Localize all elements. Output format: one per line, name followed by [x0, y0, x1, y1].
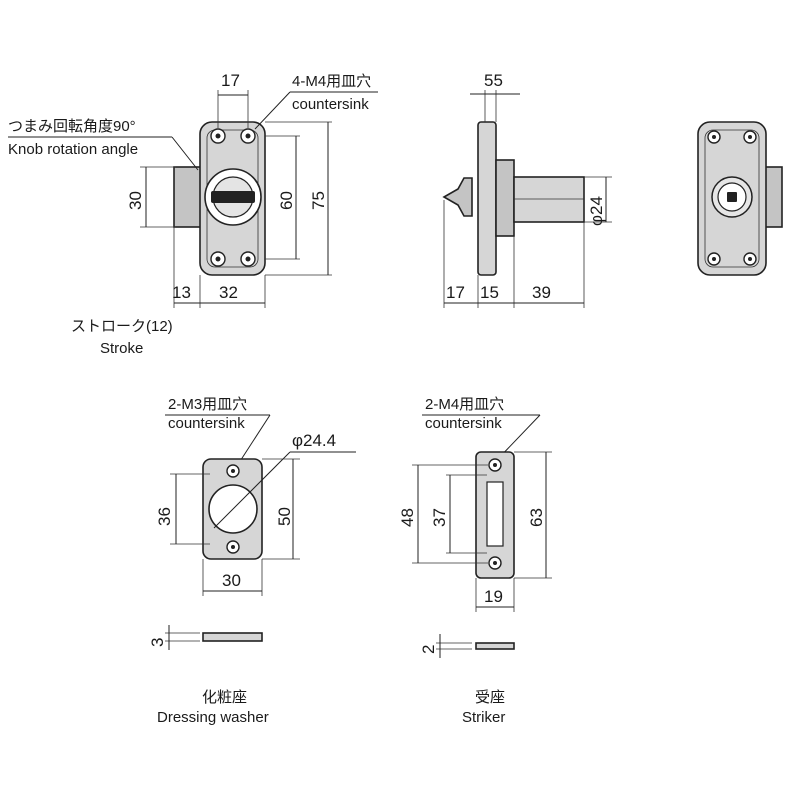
dim-label: 15 — [480, 283, 499, 302]
dim-label: φ24.4 — [292, 431, 336, 450]
dim-label: 50 — [275, 507, 294, 526]
countersink-label-en: countersink — [425, 415, 502, 432]
countersink-label-jp: 2-M4用皿穴 — [425, 396, 504, 413]
washer-name-en: Dressing washer — [157, 709, 269, 726]
dim-label: 55 — [484, 71, 503, 90]
countersink-label-en: countersink — [292, 96, 369, 113]
dim-label: 60 — [277, 191, 296, 210]
dim-label: 75 — [309, 191, 328, 210]
dim-label: 3 — [148, 638, 167, 647]
striker-slot — [486, 481, 504, 547]
dim-label: 63 — [527, 508, 546, 527]
back-view — [697, 121, 783, 276]
dim-label: 30 — [126, 191, 145, 210]
dim-label: 19 — [484, 587, 503, 606]
striker-name-jp: 受座 — [475, 689, 505, 706]
striker-name-en: Striker — [462, 709, 505, 726]
washer-thickness — [202, 632, 263, 642]
dim-label: 39 — [532, 283, 551, 302]
dim-label: 32 — [219, 283, 238, 302]
stroke-label-jp: ストローク(12) — [71, 318, 173, 335]
dim-label: 37 — [430, 508, 449, 527]
dim-label: φ24 — [587, 196, 606, 226]
dim-label: 48 — [398, 508, 417, 527]
countersink-label-jp: 4-M4用皿穴 — [292, 73, 371, 90]
bolt-cylinder — [513, 176, 585, 223]
side-collar — [495, 159, 515, 237]
dim-label: 2 — [419, 645, 438, 654]
stroke-label-en: Stroke — [100, 340, 143, 357]
knob-stem — [442, 177, 473, 217]
front-view: 17 4-M4用皿穴 countersink つまみ回転角度90° Knob r… — [8, 71, 378, 357]
countersink-label-en: countersink — [168, 415, 245, 432]
rotation-label-en: Knob rotation angle — [8, 141, 138, 158]
back-plate-inner — [704, 129, 760, 268]
dim-label: 30 — [222, 571, 241, 590]
dim-label: 13 — [172, 283, 191, 302]
washer-name-jp: 化粧座 — [202, 689, 247, 706]
keyhole-slot-icon — [727, 192, 737, 202]
side-view: 55 φ24 17 15 39 — [442, 71, 612, 308]
countersink-label-jp: 2-M3用皿穴 — [168, 396, 247, 413]
striker-thickness — [475, 642, 515, 650]
dim-label: 17 — [221, 71, 240, 90]
dressing-washer: 2-M3用皿穴 countersink φ24.4 36 50 30 3 化粧座 — [148, 396, 356, 726]
dim-label: 17 — [446, 283, 465, 302]
rotation-label-jp: つまみ回転角度90° — [8, 118, 136, 135]
side-plate — [477, 121, 497, 276]
knob-grip — [211, 191, 255, 203]
striker: 2-M4用皿穴 countersink 48 37 63 19 2 受 — [398, 396, 552, 726]
dim-label: 36 — [155, 507, 174, 526]
